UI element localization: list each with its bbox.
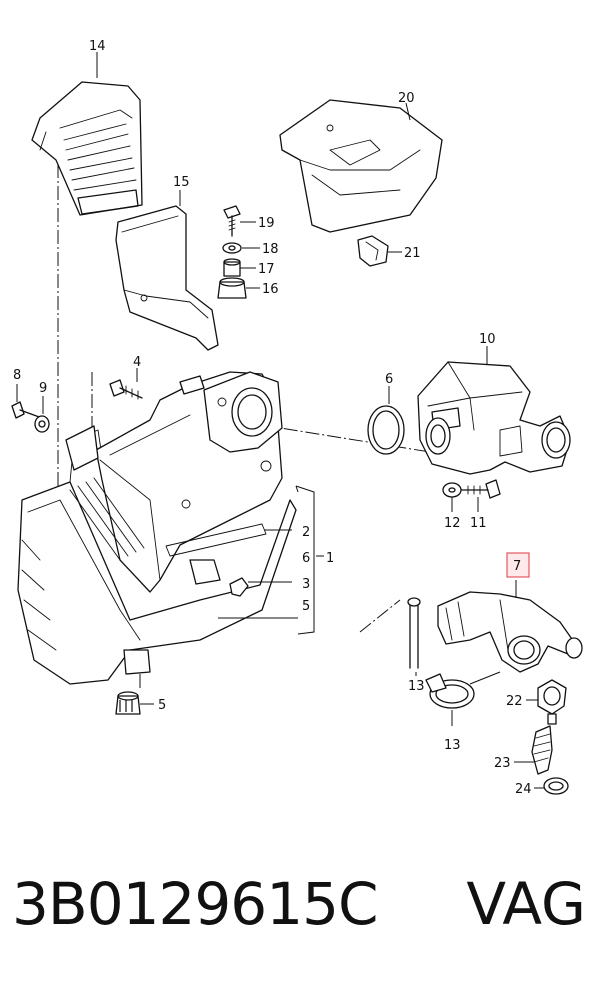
part-1-air-filter-housing	[17, 371, 297, 685]
part-14-intake-snorkel	[31, 52, 143, 216]
callout-5-housing: 5	[302, 599, 310, 614]
callout-20: 20	[398, 91, 415, 106]
callout-14: 14	[89, 39, 106, 54]
callout-7: 7	[513, 559, 521, 574]
part-22-valve	[526, 679, 567, 725]
part-7-intake-hose	[437, 580, 583, 673]
parts-11-12-screw-washer	[442, 479, 501, 512]
callout-10: 10	[479, 332, 496, 347]
callout-24: 24	[515, 782, 532, 797]
callout-22: 22	[506, 694, 523, 709]
callout-6-filter: 6	[302, 551, 310, 566]
callout-18: 18	[262, 242, 279, 257]
part-21-clip	[357, 235, 402, 267]
footer-caption: 3B0129615C VAG	[0, 862, 600, 962]
callout-23: 23	[494, 756, 511, 771]
callout-3: 3	[302, 577, 310, 592]
callout-19: 19	[258, 216, 275, 231]
callout-21: 21	[404, 246, 421, 261]
callout-13-clamp: 13	[444, 738, 461, 753]
callout-11: 11	[470, 516, 487, 531]
callout-2: 2	[302, 525, 310, 540]
part-5-grommet	[115, 691, 154, 715]
callout-15: 15	[173, 175, 190, 190]
part-13-hose-clamp	[407, 597, 501, 726]
callout-17: 17	[258, 262, 275, 277]
callout-labels: 14 15 19 18 17 16 20 21 8 9 4 6 10 12 11…	[13, 39, 532, 797]
parts-8-9-screw-washer	[11, 384, 50, 433]
callout-13-bolt: 13	[408, 679, 425, 694]
callout-4: 4	[133, 355, 141, 370]
part-6-o-ring	[367, 386, 405, 455]
part-10-air-mass-meter	[417, 346, 571, 475]
callout-6-o-ring: 6	[385, 372, 393, 387]
callout-7-highlight	[506, 552, 530, 578]
callout-1: 1	[326, 551, 334, 566]
part-number: 3B0129615C	[12, 870, 378, 938]
exploded-parts-diagram: 14 15 19 18 17 16 20 21 8 9 4 6 10 12 11…	[11, 39, 583, 797]
callout-9: 9	[39, 381, 47, 396]
callout-5-grommet: 5	[158, 698, 166, 713]
callout-16: 16	[262, 282, 279, 297]
part-24-small-clamp	[534, 777, 569, 795]
part-23-hose	[514, 725, 553, 775]
part-4-screw	[109, 368, 143, 400]
brand-name: VAG	[466, 870, 586, 938]
part-15-air-duct	[115, 190, 219, 351]
callout-8: 8	[13, 368, 21, 383]
part-20-cover	[279, 99, 443, 233]
callout-bracket-1	[218, 485, 324, 635]
callout-12: 12	[444, 516, 461, 531]
parts-16-19-fasteners	[217, 205, 260, 299]
